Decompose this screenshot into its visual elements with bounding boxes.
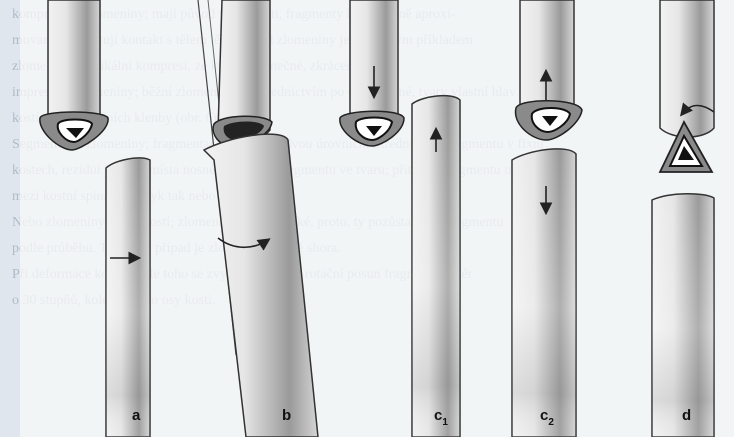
panel-label-d: d (682, 407, 691, 424)
panel-c2 (512, 0, 582, 437)
panel-label-b: b (282, 407, 291, 424)
panel-d (652, 0, 714, 437)
upper-fragment (660, 0, 714, 137)
panel-label-a: a (132, 407, 141, 424)
